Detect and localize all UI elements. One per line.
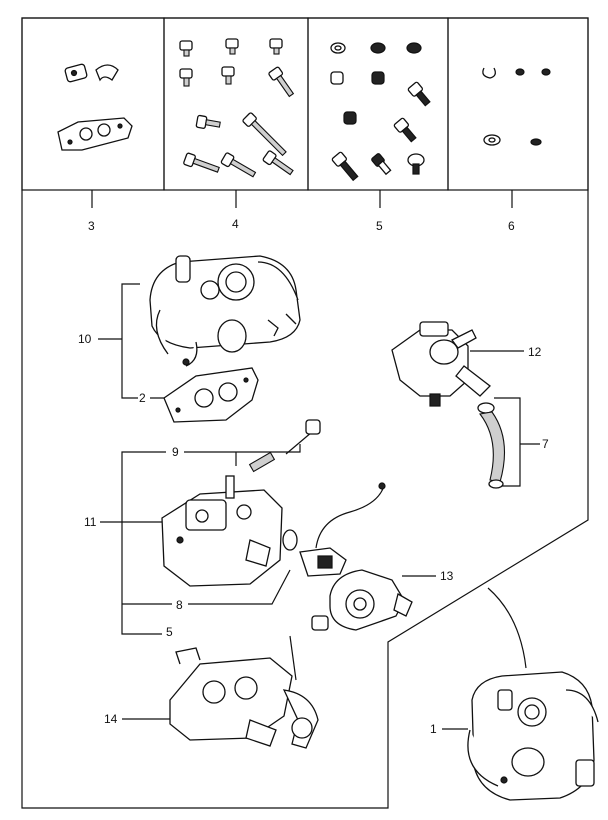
- hose: [477, 402, 505, 489]
- clip-kit-parts: [482, 67, 551, 146]
- nut-washer-kit-parts: [330, 42, 431, 182]
- kit-panel-3: [21, 17, 165, 191]
- callout-3: 3: [88, 219, 95, 233]
- kit-panel-6: [447, 17, 589, 191]
- callout-14: 14: [104, 712, 118, 726]
- leader-lines: [98, 283, 540, 730]
- gasket-kit-parts: [57, 63, 133, 151]
- callout-10: 10: [78, 332, 92, 346]
- screw-kit-parts: [179, 38, 295, 178]
- callout-7: 7: [542, 437, 549, 451]
- kit-panels: [21, 17, 589, 208]
- callouts: 3 4 5 6 10 2 12 9 7 11 13 8 5 14 1: [78, 217, 549, 736]
- float-chamber: [161, 475, 283, 587]
- callout-11: 11: [84, 515, 97, 529]
- callout-8: 8: [176, 598, 183, 612]
- callout-5-kit: 5: [376, 219, 383, 233]
- needle-valve-spring: [248, 419, 321, 473]
- choke-heater: [391, 321, 491, 407]
- callout-13: 13: [440, 569, 454, 583]
- callout-9: 9: [172, 445, 179, 459]
- callout-6: 6: [508, 219, 515, 233]
- throttle-body-upper: [149, 255, 301, 367]
- solenoid-valve: [282, 482, 386, 577]
- callout-12: 12: [528, 345, 542, 359]
- callout-4: 4: [232, 217, 239, 231]
- callout-2: 2: [139, 391, 146, 405]
- intake-flange: [169, 635, 319, 749]
- vacuum-diaphragm: [311, 569, 413, 631]
- carburetor-assembly: [467, 587, 599, 801]
- callout-1: 1: [430, 722, 437, 736]
- callout-5: 5: [166, 625, 173, 639]
- gasket: [163, 367, 259, 423]
